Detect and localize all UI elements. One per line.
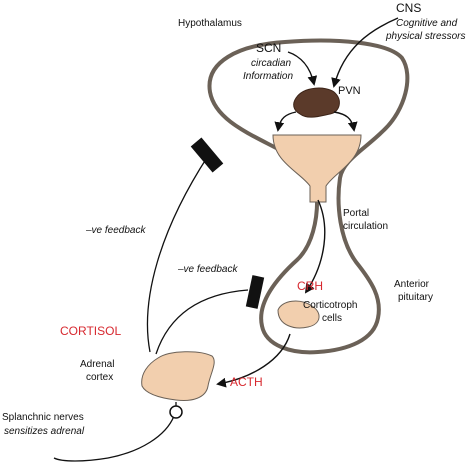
portal-label-line1: Portal: [343, 208, 369, 219]
median-eminence: [272, 134, 362, 203]
scn-info-label-line2: Information: [243, 71, 293, 82]
cns-to-pvn-arrow: [331, 17, 399, 88]
feedback-upper-label: –ve feedback: [85, 225, 146, 236]
splanchnic-label-line2: sensitizes adrenal: [4, 426, 85, 437]
adrenal-cortex-label-line2: cortex: [86, 372, 113, 383]
pvn-output-arrow-left: [274, 111, 297, 132]
feedback-block-upper: [190, 137, 224, 173]
feedback-line-upper: [146, 155, 209, 353]
splanchnic-label-line1: Splanchnic nerves: [2, 412, 84, 423]
pvn-output-arrow-right: [333, 111, 358, 132]
portal-circulation-arrow: [304, 199, 326, 294]
corticotroph-label-line2: cells: [322, 313, 342, 324]
acth-arrow: [216, 333, 291, 388]
portal-label-line2: circulation: [343, 221, 388, 232]
feedback-line-lower: [155, 289, 249, 355]
adrenal-cortex-label-line1: Adrenal: [80, 359, 114, 370]
anterior-pituitary-label-line1: Anterior: [394, 279, 430, 290]
acth-label: ACTH: [230, 375, 263, 389]
adrenal-cortex-blob: [141, 351, 215, 401]
corticotroph-label-line1: Corticotroph: [303, 300, 357, 311]
splanchnic-nerve-terminal: [169, 405, 183, 419]
scn-info-label-line1: circadian: [251, 58, 291, 69]
hypothalamus-pituitary-outline: [207, 38, 410, 355]
anterior-pituitary-label-line2: pituitary: [398, 292, 433, 303]
pvn-label: PVN: [338, 85, 361, 97]
stressors-label-line2: physical stressors: [385, 31, 465, 42]
scn-to-pvn-arrow: [287, 51, 318, 86]
feedback-block-lower: [245, 275, 265, 309]
corticotroph-cells-blob: [277, 300, 320, 329]
pvn-nucleus: [293, 87, 340, 118]
stressors-label-line1: Cognitive and: [396, 18, 458, 29]
cortisol-label: CORTISOL: [60, 324, 121, 338]
crh-label: CRH: [297, 279, 323, 293]
scn-label: SCN: [256, 41, 281, 55]
feedback-lower-label: –ve feedback: [177, 264, 238, 275]
hypothalamus-label: Hypothalamus: [178, 18, 242, 29]
cns-label: CNS: [396, 1, 421, 15]
